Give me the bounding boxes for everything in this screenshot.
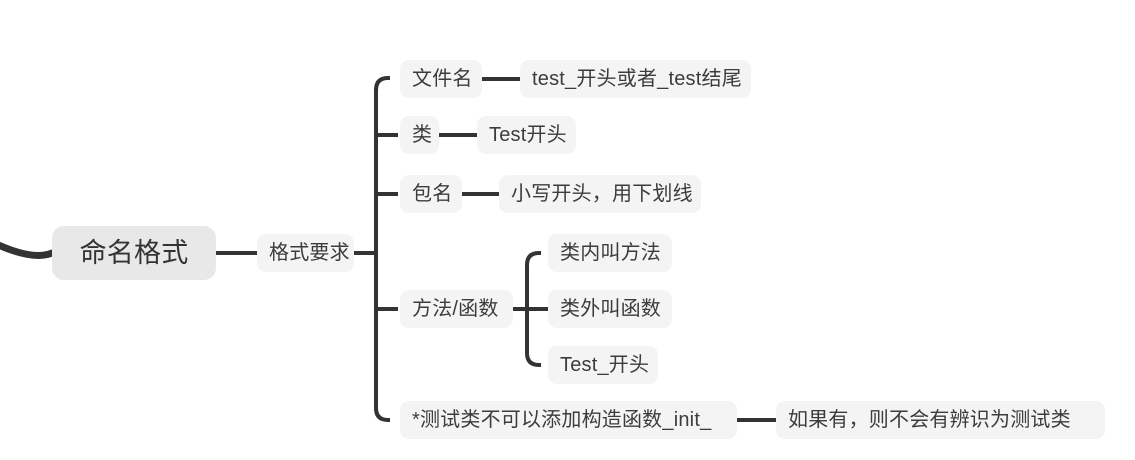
node-detail-package[interactable]: 小写开头，用下划线 bbox=[499, 175, 701, 213]
node-topic-package[interactable]: 包名 bbox=[400, 175, 462, 213]
node-method-child-out-class[interactable]: 类外叫函数 bbox=[548, 290, 672, 328]
node-topic-filename[interactable]: 文件名 bbox=[400, 60, 482, 98]
node-branch-label: 格式要求 bbox=[269, 242, 350, 264]
node-method-child-in-class-label: 类内叫方法 bbox=[560, 242, 661, 264]
node-detail-package-label: 小写开头，用下划线 bbox=[511, 183, 693, 205]
node-topic-method-label: 方法/函数 bbox=[412, 298, 499, 320]
node-detail-class[interactable]: Test开头 bbox=[477, 116, 576, 154]
node-method-child-out-class-label: 类外叫函数 bbox=[560, 298, 661, 320]
node-topic-class-label: 类 bbox=[412, 124, 433, 146]
edge-spine-main bbox=[374, 76, 390, 422]
node-root-label: 命名格式 bbox=[79, 237, 189, 268]
edge-root-incoming bbox=[0, 241, 56, 259]
node-method-child-test-prefix[interactable]: Test_开头 bbox=[548, 346, 658, 384]
node-topic-filename-label: 文件名 bbox=[412, 68, 473, 90]
node-detail-no-constructor-label: 如果有，则不会有辨识为测试类 bbox=[788, 409, 1071, 431]
node-topic-package-label: 包名 bbox=[412, 183, 453, 205]
node-method-child-in-class[interactable]: 类内叫方法 bbox=[548, 234, 672, 272]
node-topic-no-constructor-label: *测试类不可以添加构造函数_init_ bbox=[412, 409, 712, 431]
node-method-child-test-prefix-label: Test_开头 bbox=[560, 354, 650, 376]
node-detail-class-label: Test开头 bbox=[489, 124, 567, 146]
node-detail-filename-label: test_开头或者_test结尾 bbox=[532, 68, 742, 90]
node-detail-filename[interactable]: test_开头或者_test结尾 bbox=[520, 60, 751, 98]
node-detail-no-constructor[interactable]: 如果有，则不会有辨识为测试类 bbox=[776, 401, 1105, 439]
edge-spine-method-children bbox=[525, 251, 541, 367]
node-topic-method[interactable]: 方法/函数 bbox=[400, 290, 513, 328]
node-root[interactable]: 命名格式 bbox=[52, 226, 216, 280]
node-topic-no-constructor[interactable]: *测试类不可以添加构造函数_init_ bbox=[400, 401, 737, 439]
node-branch-format-requirements[interactable]: 格式要求 bbox=[257, 234, 354, 272]
node-topic-class[interactable]: 类 bbox=[400, 116, 439, 154]
